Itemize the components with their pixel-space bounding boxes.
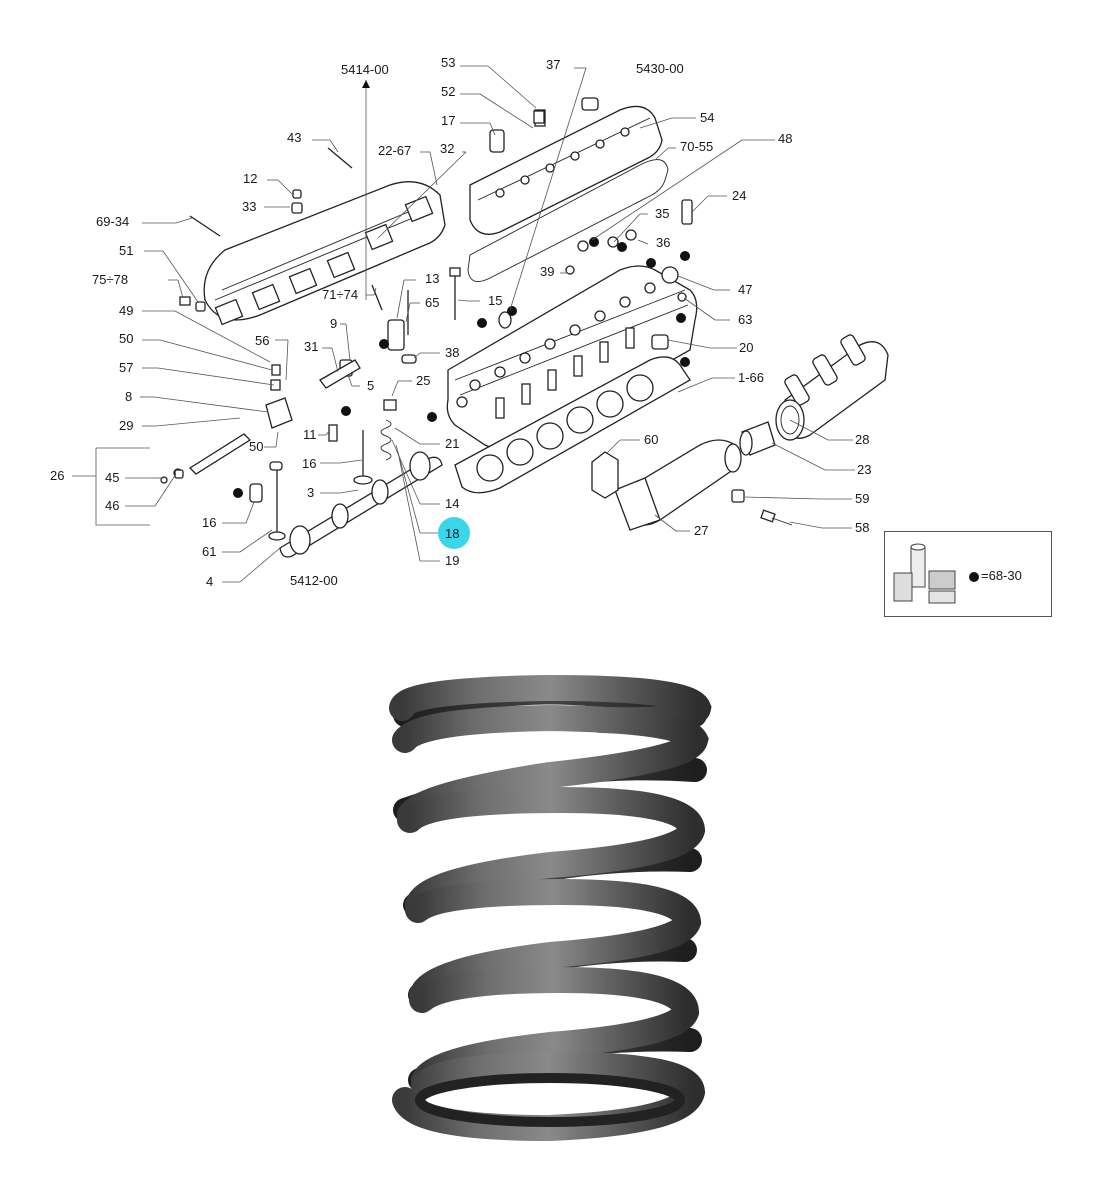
callout-label: 70-55 — [680, 139, 713, 154]
callout-label: 28 — [855, 432, 869, 447]
callout-label: 25 — [416, 373, 430, 388]
group-label-bottom: 5412-00 — [290, 573, 338, 588]
kit-parts-icon — [893, 543, 956, 604]
rocker-cover-drawing — [469, 97, 663, 235]
exhaust-manifold-drawing — [775, 334, 889, 441]
head-gasket-drawing — [454, 356, 691, 494]
callout-label: 50 — [119, 331, 133, 346]
kit-markers — [233, 237, 690, 498]
bolt-58-drawing — [760, 509, 793, 526]
callout-label: 37 — [546, 57, 560, 72]
callout-label: 24 — [732, 188, 746, 203]
small-fasteners-drawing — [174, 110, 693, 479]
cylinder-head-drawing — [446, 265, 698, 450]
group-label-top-right: 5430-00 — [636, 61, 684, 76]
kit-marker-dot — [969, 572, 979, 582]
callout-label: 8 — [125, 389, 132, 404]
callout-label: 3 — [307, 485, 314, 500]
callout-label: 52 — [441, 84, 455, 99]
callout-label: 71÷74 — [322, 287, 358, 302]
callout-label: 29 — [119, 418, 133, 433]
callout-label: 19 — [445, 553, 459, 568]
callout-label: 5 — [367, 378, 374, 393]
callout-label: 26 — [50, 468, 64, 483]
callout-label: 48 — [778, 131, 792, 146]
callout-label: 16 — [302, 456, 316, 471]
callout-label: 15 — [488, 293, 502, 308]
callout-label: 20 — [739, 340, 753, 355]
callout-label: 17 — [441, 113, 455, 128]
callout-label: 53 — [441, 55, 455, 70]
callout-label: 60 — [644, 432, 658, 447]
callout-label: 4 — [206, 574, 213, 589]
valve-spring-assembly-drawing — [249, 267, 461, 541]
callout-label: 51 — [119, 243, 133, 258]
callout-label: 54 — [700, 110, 714, 125]
callout-label: 63 — [738, 312, 752, 327]
callout-label: 23 — [857, 462, 871, 477]
group-label-top-left: 5414-00 — [341, 62, 389, 77]
callout-label: 38 — [445, 345, 459, 360]
rocker-gasket-drawing — [467, 159, 669, 283]
highlight-circle — [438, 517, 470, 549]
camshaft-drawing — [279, 451, 443, 558]
callout-label: 22-67 — [378, 143, 411, 158]
callout-label: 16 — [202, 515, 216, 530]
callout-label: 69-34 — [96, 214, 129, 229]
callout-label: 46 — [105, 498, 119, 513]
callout-label: 13 — [425, 271, 439, 286]
callout-label: 9 — [330, 316, 337, 331]
callout-label: 47 — [738, 282, 752, 297]
callout-label: 45 — [105, 470, 119, 485]
callout-label: 21 — [445, 436, 459, 451]
gasket-60-drawing — [591, 451, 619, 499]
callout-label: 35 — [655, 206, 669, 221]
callout-label: 27 — [694, 523, 708, 538]
callout-label: 61 — [202, 544, 216, 559]
callout-label: 43 — [287, 130, 301, 145]
callout-label: 50 — [249, 439, 263, 454]
kit-legend-box: =68-30 — [884, 531, 1052, 617]
callout-label-highlighted: 18 — [445, 526, 459, 541]
callout-label: 33 — [242, 199, 256, 214]
callout-label: 59 — [855, 491, 869, 506]
callout-label: 31 — [304, 339, 318, 354]
exhaust-elbow-drawing — [614, 439, 742, 531]
intake-manifold-drawing — [203, 181, 446, 326]
sleeve-drawing — [739, 421, 776, 456]
callout-label: 32 — [440, 141, 454, 156]
callout-label: 56 — [255, 333, 269, 348]
nut-59-drawing — [731, 489, 745, 503]
callout-label: 12 — [243, 171, 257, 186]
callout-label: 75÷78 — [92, 272, 128, 287]
rocker-bracket-drawing — [160, 397, 293, 484]
callout-label: 14 — [445, 496, 459, 511]
valve-spring-image — [389, 674, 712, 1142]
callout-label: 39 — [540, 264, 554, 279]
callout-label: 1-66 — [738, 370, 764, 385]
exploded-parts-diagram: 5414-00 5430-00 5412-00 53 37 52 17 54 4… — [50, 55, 889, 589]
callout-label: 58 — [855, 520, 869, 535]
callout-label: 36 — [656, 235, 670, 250]
callout-label: 49 — [119, 303, 133, 318]
callout-label: 57 — [119, 360, 133, 375]
kit-legend-label: =68-30 — [981, 568, 1022, 583]
leader-lines — [72, 65, 855, 583]
callout-label: 11 — [303, 427, 317, 442]
callout-label: 65 — [425, 295, 439, 310]
